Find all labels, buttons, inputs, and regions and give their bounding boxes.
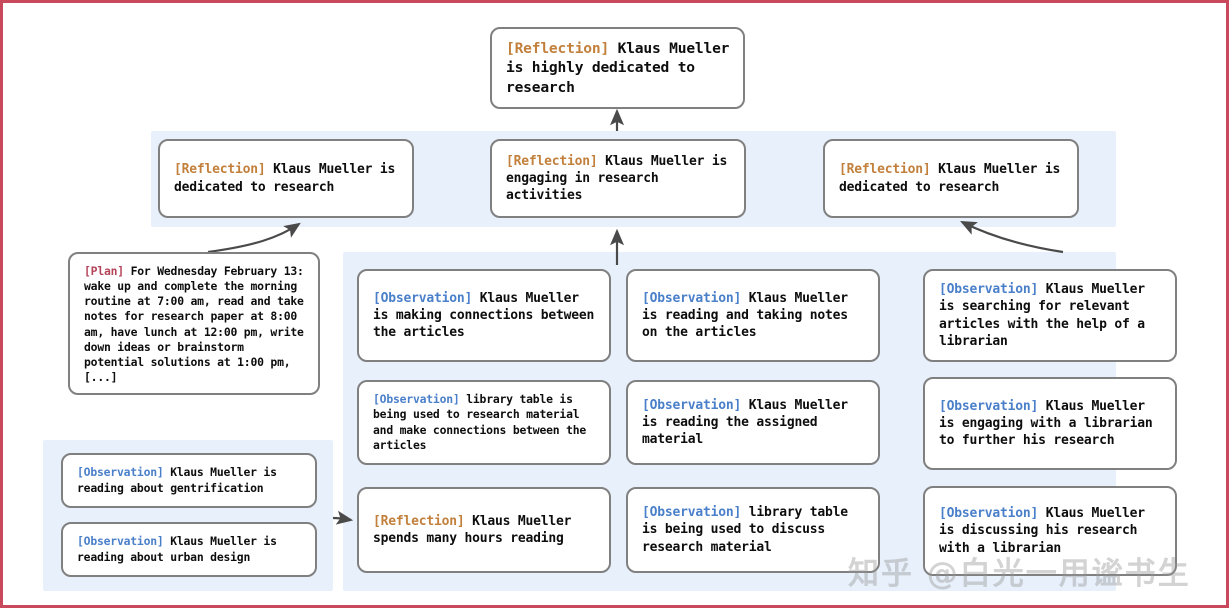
node-body: library table is being used to research … xyxy=(373,392,593,452)
node-plan[interactable]: [Plan] For Wednesday February 13: wake u… xyxy=(68,252,320,395)
node-text: [Observation] Klaus Mueller is discussin… xyxy=(939,505,1163,557)
node-body: Klaus Mueller is highly dedicated to res… xyxy=(506,39,738,96)
node-body: Klaus Mueller is reading and taking note… xyxy=(642,290,856,341)
node-body: Klaus Mueller is reading about gentrific… xyxy=(77,465,284,495)
tag-reflection: [Reflection] xyxy=(174,162,266,178)
node-text: [Observation] Klaus Mueller is reading a… xyxy=(77,534,303,564)
tag-observation: [Observation] xyxy=(939,281,1039,297)
tag-plan: [Plan] xyxy=(84,264,124,278)
node-reflection-left[interactable]: [Reflection] Klaus Mueller is dedicated … xyxy=(158,139,414,218)
node-text: [Plan] For Wednesday February 13: wake u… xyxy=(84,264,306,385)
node-body: Klaus Mueller spends many hours reading xyxy=(373,513,579,546)
node-root-reflection[interactable]: [Reflection] Klaus Mueller is highly ded… xyxy=(490,27,745,109)
tag-observation: [Observation] xyxy=(77,534,164,549)
node-text: [Reflection] Klaus Mueller is dedicated … xyxy=(174,161,400,196)
node-body: Klaus Mueller is making connections betw… xyxy=(373,290,602,341)
tag-observation: [Observation] xyxy=(77,465,164,480)
tag-observation: [Observation] xyxy=(642,505,742,521)
tag-observation: [Observation] xyxy=(642,290,742,306)
node-body: For Wednesday February 13: wake up and c… xyxy=(84,264,311,385)
node-col2-observation-library-table[interactable]: [Observation] library table is being use… xyxy=(357,380,611,465)
node-body: library table is being used to discuss r… xyxy=(642,505,856,555)
tag-observation: [Observation] xyxy=(373,392,460,407)
node-col3-observation-discuss-material[interactable]: [Observation] library table is being use… xyxy=(626,487,880,573)
node-body: Klaus Mueller is engaging in research ac… xyxy=(506,153,735,204)
node-text: [Reflection] Klaus Mueller is highly ded… xyxy=(506,39,731,97)
node-text: [Observation] Klaus Mueller is making co… xyxy=(373,290,597,342)
node-col4-observation-discussing-research[interactable]: [Observation] Klaus Mueller is discussin… xyxy=(923,486,1177,576)
node-reflection-mid[interactable]: [Reflection] Klaus Mueller is engaging i… xyxy=(490,139,746,218)
tag-observation: [Observation] xyxy=(939,506,1039,522)
node-body: Klaus Mueller is engaging with a librari… xyxy=(939,398,1161,449)
node-text: [Observation] library table is being use… xyxy=(642,504,866,556)
node-body: Klaus Mueller is discussing his research… xyxy=(939,506,1153,556)
tag-reflection: [Reflection] xyxy=(506,39,610,57)
node-body: Klaus Mueller is reading about urban des… xyxy=(77,534,284,564)
node-body: Klaus Mueller is searching for relevant … xyxy=(939,281,1153,349)
node-text: [Observation] Klaus Mueller is searching… xyxy=(939,281,1163,350)
watermark: 知乎 @白光一用谧书生 xyxy=(848,556,1191,592)
tag-reflection: [Reflection] xyxy=(373,513,465,529)
node-col2-observation-connections[interactable]: [Observation] Klaus Mueller is making co… xyxy=(357,269,611,362)
node-col3-observation-taking-notes[interactable]: [Observation] Klaus Mueller is reading a… xyxy=(626,269,880,362)
tag-reflection: [Reflection] xyxy=(839,162,931,178)
node-col4-observation-engaging-librarian[interactable]: [Observation] Klaus Mueller is engaging … xyxy=(923,377,1177,470)
node-text: [Observation] library table is being use… xyxy=(373,392,597,453)
tag-observation: [Observation] xyxy=(373,290,473,306)
tag-observation: [Observation] xyxy=(939,398,1039,414)
node-body: Klaus Mueller is reading the assigned ma… xyxy=(642,397,856,448)
node-reflection-right[interactable]: [Reflection] Klaus Mueller is dedicated … xyxy=(823,139,1079,218)
tag-reflection: [Reflection] xyxy=(506,153,598,169)
node-text: [Reflection] Klaus Mueller is dedicated … xyxy=(839,161,1065,196)
node-observation-gentrification[interactable]: [Observation] Klaus Mueller is reading a… xyxy=(61,453,317,508)
node-text: [Observation] Klaus Mueller is reading t… xyxy=(642,397,866,449)
node-observation-urban-design[interactable]: [Observation] Klaus Mueller is reading a… xyxy=(61,522,317,577)
tag-observation: [Observation] xyxy=(642,397,742,413)
node-body: Klaus Mueller is dedicated to research xyxy=(839,162,1068,195)
node-text: [Reflection] Klaus Mueller spends many h… xyxy=(373,513,597,548)
node-text: [Observation] Klaus Mueller is reading a… xyxy=(77,465,303,495)
node-text: [Observation] Klaus Mueller is engaging … xyxy=(939,398,1163,450)
node-body: Klaus Mueller is dedicated to research xyxy=(174,162,403,195)
node-col2-reflection-hours-reading[interactable]: [Reflection] Klaus Mueller spends many h… xyxy=(357,487,611,573)
node-text: [Reflection] Klaus Mueller is engaging i… xyxy=(506,153,732,205)
node-text: [Observation] Klaus Mueller is reading a… xyxy=(642,290,866,342)
node-col3-observation-assigned-material[interactable]: [Observation] Klaus Mueller is reading t… xyxy=(626,380,880,465)
node-col4-observation-searching-articles[interactable]: [Observation] Klaus Mueller is searching… xyxy=(923,269,1177,362)
